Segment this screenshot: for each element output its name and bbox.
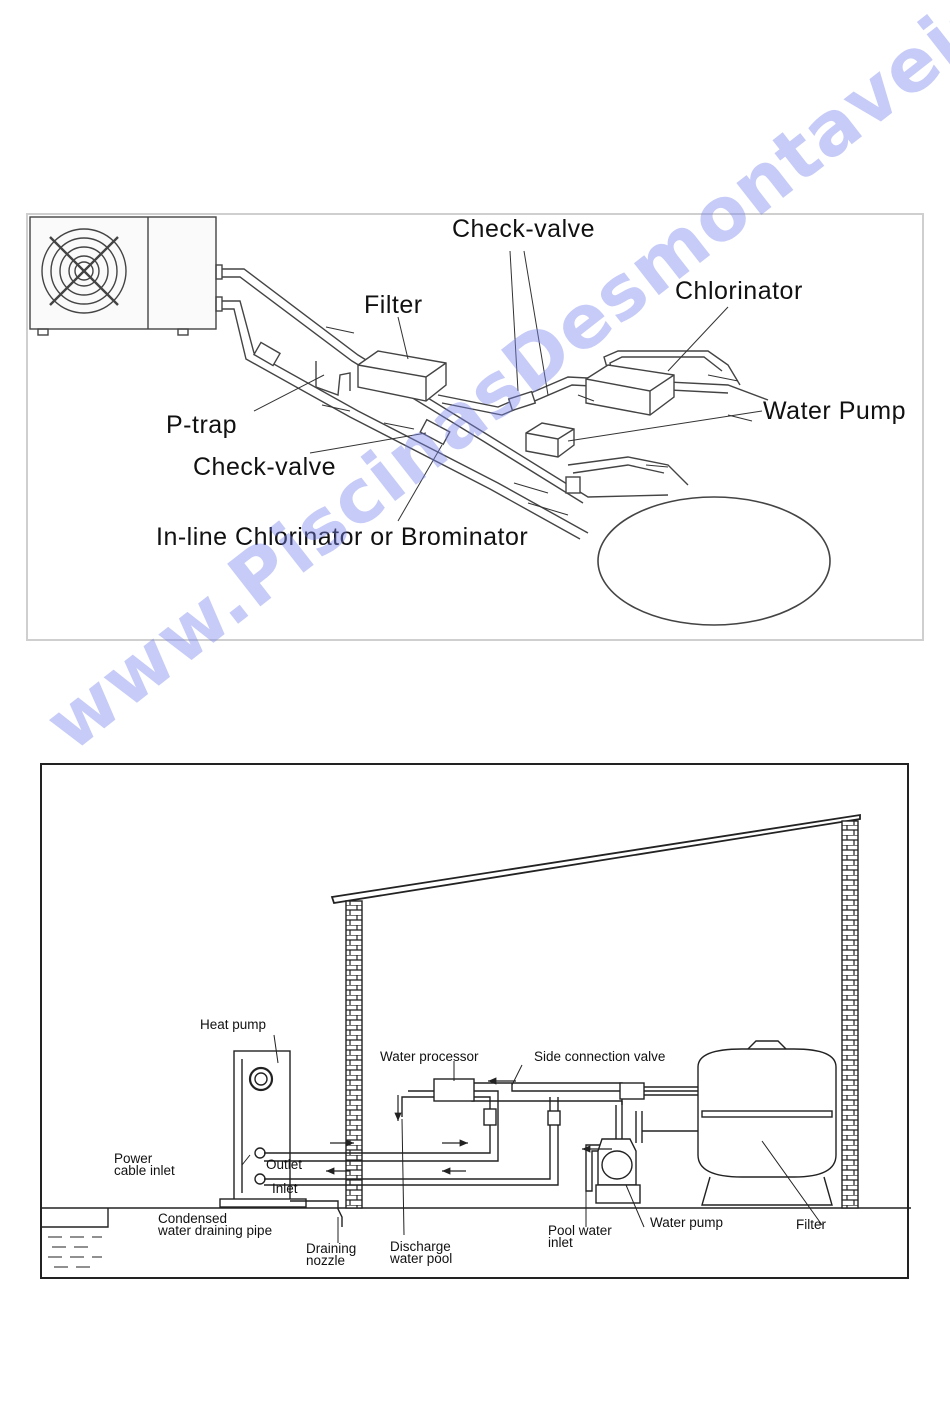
label-outlet: Outlet	[266, 1157, 302, 1172]
label-filter: Filter	[364, 291, 423, 319]
label-inline-chlorinator: In-line Chlorinator or Brominator	[156, 523, 528, 551]
label-discharge-2: water pool	[389, 1251, 452, 1266]
label-pool-water-inlet-1: Pool water	[548, 1223, 612, 1238]
roof	[330, 813, 861, 905]
label-check-valve-top: Check-valve	[452, 215, 595, 243]
filter-box	[357, 350, 447, 402]
label-water-pump: Water Pump	[763, 397, 906, 425]
label-p-trap: P-trap	[166, 411, 237, 439]
chlorinator-box	[585, 364, 675, 416]
top-diagram-svg: Check-valve Chlorinator Filter Water Pum…	[29, 215, 906, 626]
check-valve-bottom	[419, 418, 451, 446]
pool	[597, 496, 831, 626]
label-water-processor: Water processor	[380, 1049, 479, 1064]
fan-icon	[41, 228, 127, 314]
label-side-connection-valve: Side connection valve	[534, 1049, 665, 1064]
bottom-diagram-panel: Heat pump Water processor Side connectio…	[40, 763, 911, 1279]
water-pump	[597, 1138, 637, 1186]
side-valve	[619, 1082, 645, 1100]
brick-wall-right	[841, 820, 859, 1209]
bottom-diagram-svg: Heat pump Water processor Side connectio…	[42, 813, 911, 1268]
label-power-cable-inlet-1: Power	[114, 1151, 153, 1166]
label-condensed-2: water draining pipe	[157, 1223, 272, 1238]
label-power-cable-inlet-2: cable inlet	[114, 1163, 175, 1178]
water-surface	[48, 1236, 102, 1268]
label-pool-water-inlet-2: inlet	[548, 1235, 573, 1250]
label-draining-nozzle-1: Draining	[306, 1241, 356, 1256]
label-check-valve-bottom: Check-valve	[193, 453, 336, 481]
p-trap	[315, 361, 351, 396]
water-processor	[433, 1078, 475, 1102]
brick-wall-left	[345, 900, 363, 1209]
heat-pump-unit	[29, 216, 217, 330]
label-heat-pump: Heat pump	[200, 1017, 266, 1032]
label-water-pump-bottom: Water pump	[650, 1215, 723, 1230]
top-diagram-panel: Check-valve Chlorinator Filter Water Pum…	[26, 213, 924, 641]
label-chlorinator: Chlorinator	[675, 277, 803, 305]
label-draining-nozzle-2: nozzle	[306, 1253, 345, 1268]
label-condensed-1: Condensed	[158, 1211, 227, 1226]
label-filter-bottom: Filter	[796, 1217, 827, 1232]
pump-box	[525, 422, 575, 458]
label-discharge-1: Discharge	[390, 1239, 451, 1254]
check-valve-top	[507, 390, 537, 412]
label-inlet: Inlet	[272, 1181, 298, 1196]
